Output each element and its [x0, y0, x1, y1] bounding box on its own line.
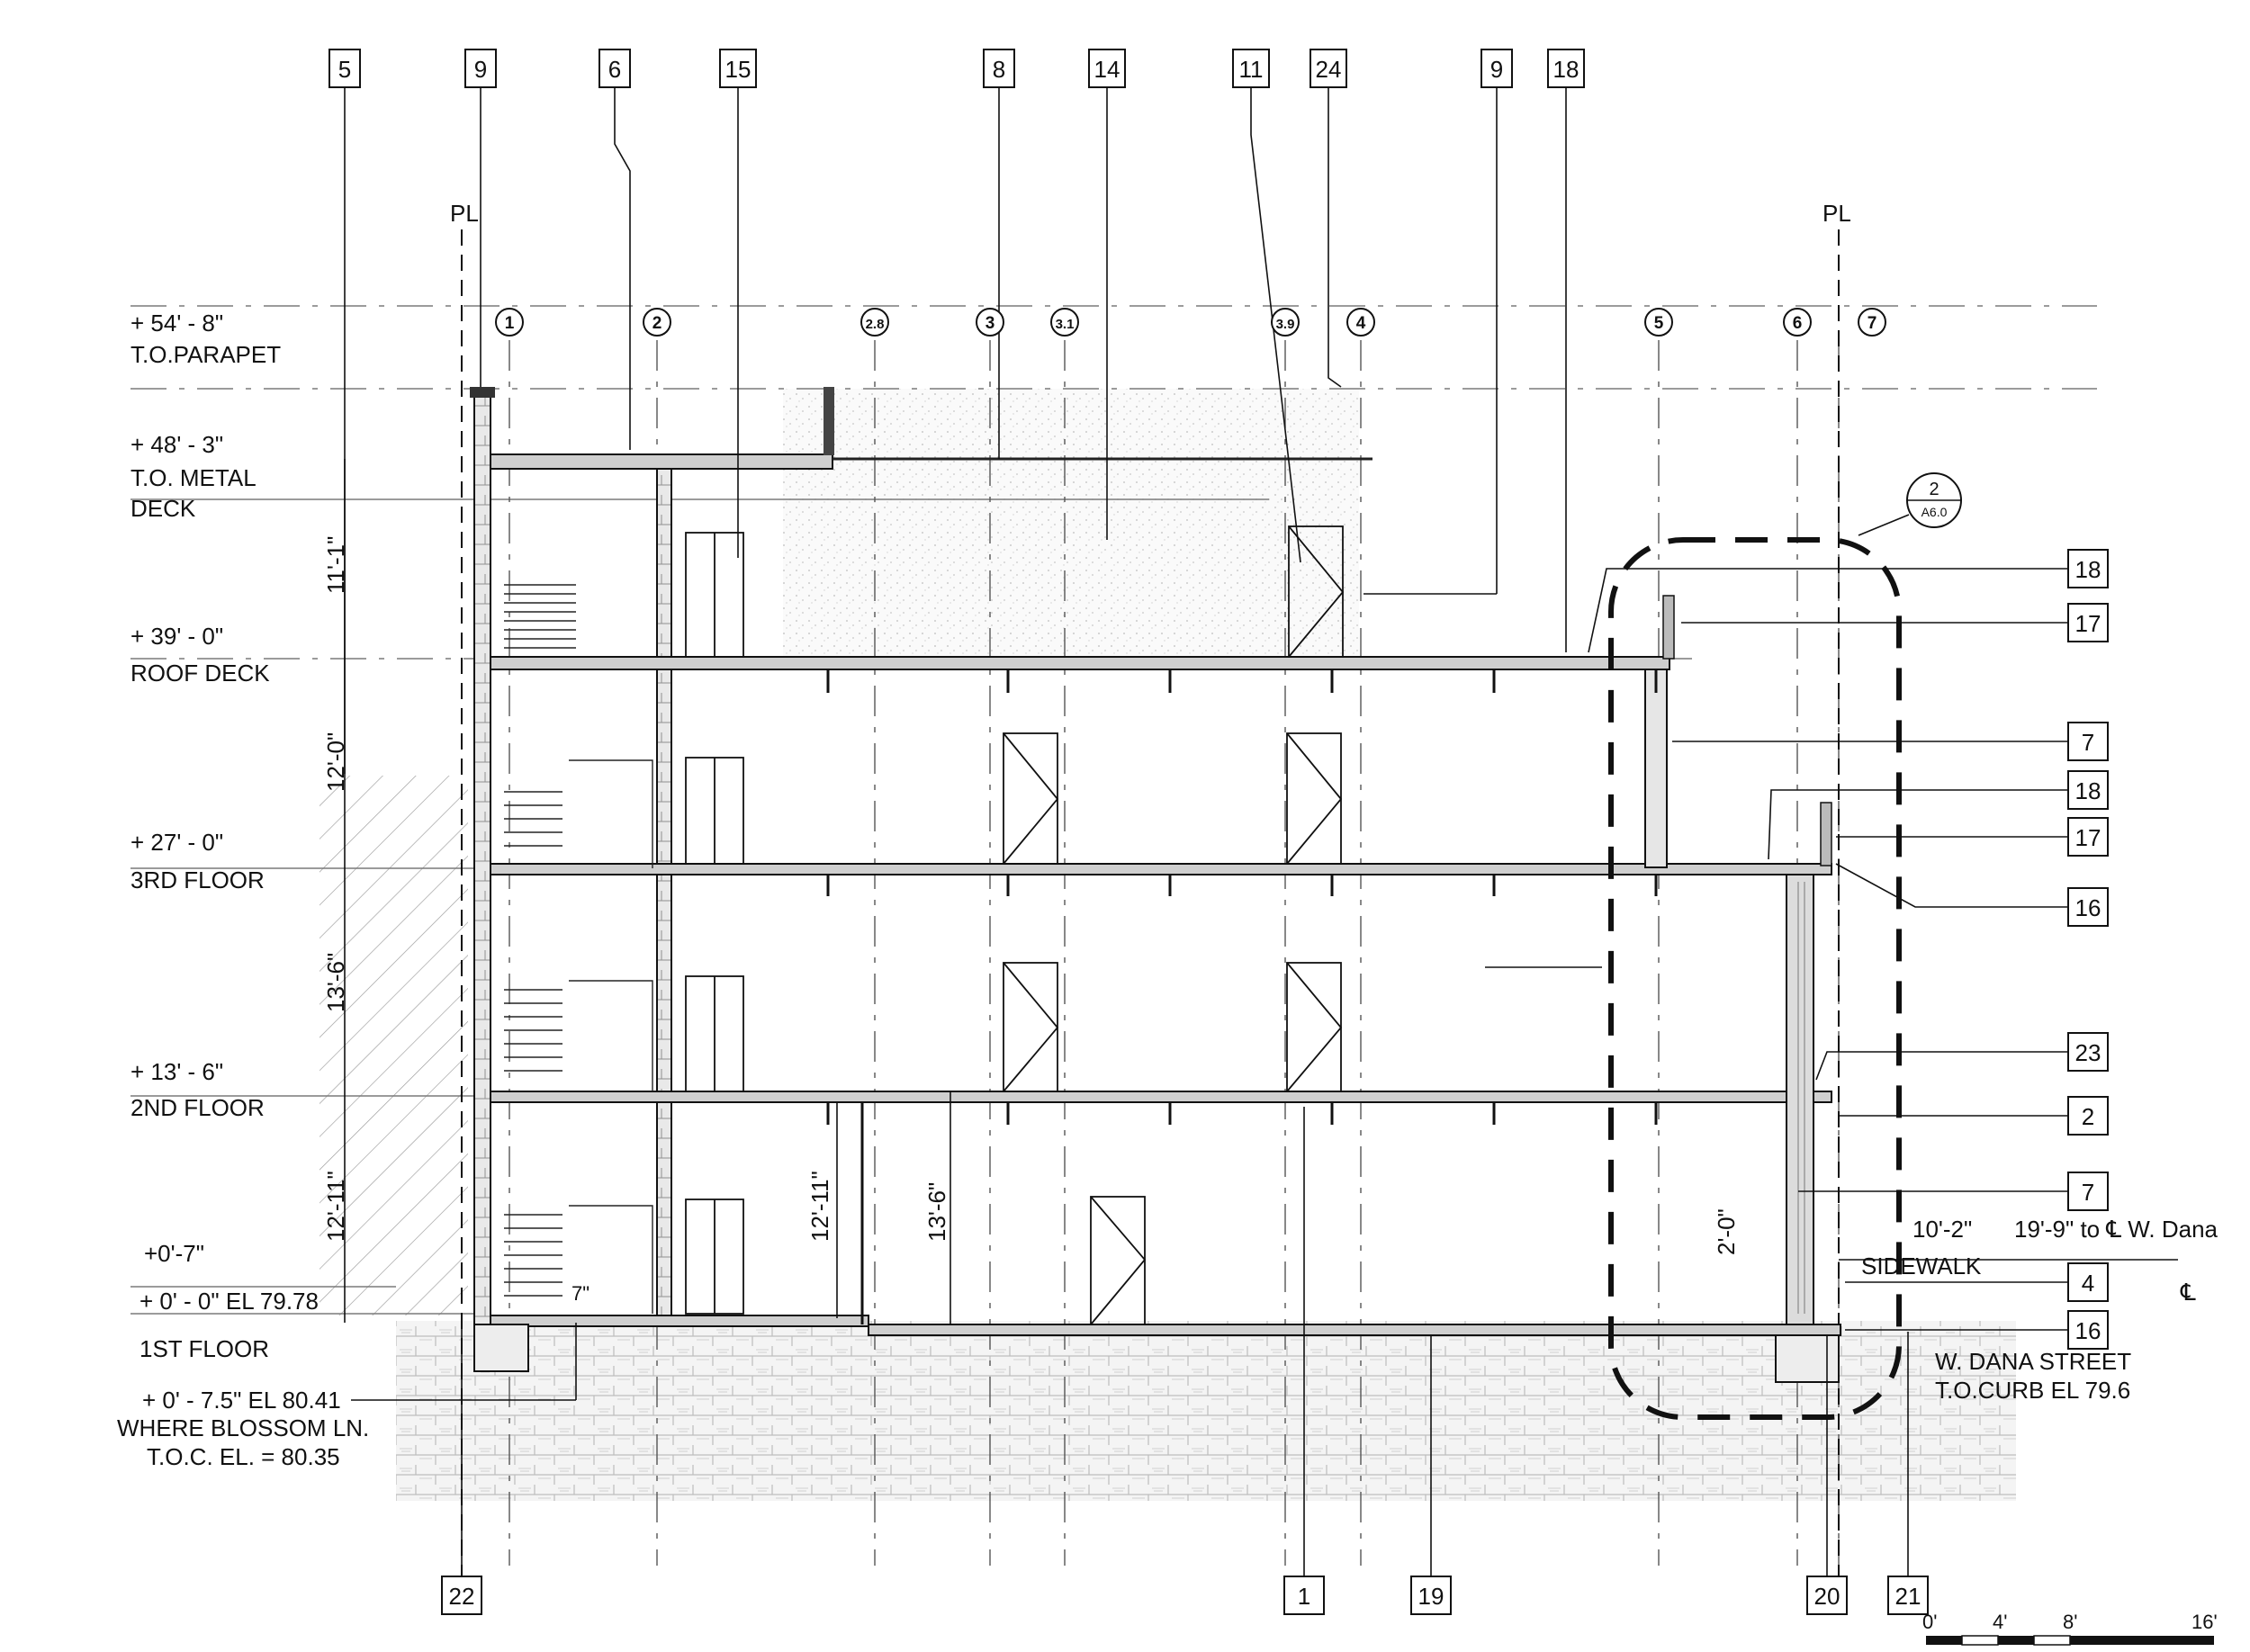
- svg-text:20: 20: [1814, 1583, 1840, 1610]
- svg-text:12'-11": 12'-11": [322, 1171, 349, 1242]
- level-labels: + 54' - 8" T.O.PARAPET + 48' - 3" T.O. M…: [130, 310, 319, 1362]
- level-name: 2ND FLOOR: [130, 1094, 265, 1121]
- scale-bar: 0' 4' 8' 16': [1922, 1611, 2218, 1646]
- dimension-labels: 11'-1" 12'-0" 13'-6" 12'-11" 12'-11" 13'…: [322, 459, 2218, 1324]
- svg-text:11'-1": 11'-1": [322, 536, 349, 594]
- detail-callout: 2 A6.0: [1858, 472, 1962, 536]
- svg-text:10'-2": 10'-2": [1912, 1216, 1972, 1243]
- property-line-label: PL: [450, 200, 479, 227]
- svg-text:16: 16: [2075, 1317, 2102, 1344]
- keynote-labels-top: 5 9 6 15 8 14 11 24 9 18: [338, 56, 1580, 83]
- level-name: ROOF DECK: [130, 660, 270, 687]
- svg-text:W. DANA STREET: W. DANA STREET: [1935, 1348, 2131, 1375]
- floor-beams: [826, 669, 1658, 1125]
- level-name: 1ST FLOOR: [140, 1335, 269, 1362]
- dana-street-note: W. DANA STREET T.O.CURB EL 79.6: [1935, 1348, 2131, 1404]
- svg-text:14: 14: [1094, 56, 1120, 83]
- svg-text:2'-0": 2'-0": [1713, 1208, 1740, 1255]
- svg-text:2.8: 2.8: [866, 317, 885, 332]
- svg-text:7": 7": [572, 1282, 590, 1305]
- level-value: + 54' - 8": [130, 310, 223, 337]
- svg-text:12'-0": 12'-0": [322, 732, 349, 792]
- grid-bubble-labels: 1 2 2.8 3 3.1 3.9 4 5 6 7: [505, 314, 1877, 333]
- svg-text:16': 16': [2192, 1611, 2218, 1633]
- svg-text:WHERE BLOSSOM LN.: WHERE BLOSSOM LN.: [117, 1414, 369, 1441]
- svg-text:24: 24: [1316, 56, 1342, 83]
- svg-text:8: 8: [993, 56, 1005, 83]
- level-value: + 48' - 3": [130, 431, 223, 458]
- keynote-boxes-right: [2067, 549, 2109, 1350]
- earth-fill: [396, 1321, 2016, 1501]
- svg-text:18: 18: [2075, 556, 2102, 583]
- rooftop-volume-fill: [783, 389, 1359, 659]
- keynote-labels-bottom: 22 1 19 20 21: [449, 1583, 1922, 1610]
- svg-text:4: 4: [2082, 1270, 2094, 1297]
- doors: [685, 525, 1345, 1325]
- keynote-boxes-bottom: [441, 1576, 1929, 1615]
- svg-text:13'-6": 13'-6": [923, 1182, 950, 1242]
- svg-text:3.1: 3.1: [1056, 317, 1075, 332]
- level-value: + 0' - 0" EL 79.78: [140, 1288, 319, 1315]
- svg-text:2: 2: [652, 314, 662, 333]
- svg-text:A6.0: A6.0: [1922, 505, 1948, 519]
- svg-text:21: 21: [1895, 1583, 1922, 1610]
- svg-text:T.O.CURB EL 79.6: T.O.CURB EL 79.6: [1935, 1377, 2130, 1404]
- svg-text:19: 19: [1418, 1583, 1444, 1610]
- svg-text:7: 7: [2082, 1179, 2094, 1206]
- svg-text:17: 17: [2075, 610, 2102, 637]
- svg-text:9: 9: [474, 56, 487, 83]
- building-structure: [470, 387, 1841, 1383]
- svg-text:1: 1: [1298, 1583, 1310, 1610]
- svg-text:2: 2: [1929, 480, 1939, 499]
- grid-bubbles: [495, 308, 1886, 337]
- level-value: +0'-7": [144, 1240, 204, 1267]
- level-name: 3RD FLOOR: [130, 866, 265, 893]
- level-name: T.O. METAL: [130, 464, 256, 491]
- svg-text:16: 16: [2075, 894, 2102, 921]
- svg-text:5: 5: [1654, 314, 1664, 333]
- svg-text:19'-9" to ℄ W. Dana: 19'-9" to ℄ W. Dana: [2014, 1216, 2218, 1243]
- svg-text:23: 23: [2075, 1039, 2102, 1066]
- svg-text:7: 7: [2082, 729, 2094, 756]
- svg-text:13'-6": 13'-6": [322, 953, 349, 1012]
- svg-text:T.O.C. EL. = 80.35: T.O.C. EL. = 80.35: [147, 1443, 340, 1470]
- svg-text:12'-11": 12'-11": [806, 1171, 833, 1242]
- svg-text:18: 18: [2075, 777, 2102, 804]
- svg-text:5: 5: [338, 56, 351, 83]
- svg-text:11: 11: [1239, 56, 1264, 83]
- svg-text:9: 9: [1490, 56, 1503, 83]
- keynote-boxes-top: [328, 49, 1585, 88]
- level-name: T.O.PARAPET: [130, 341, 281, 368]
- svg-text:2: 2: [2082, 1103, 2094, 1130]
- svg-text:3: 3: [986, 314, 995, 333]
- level-value: + 27' - 0": [130, 829, 223, 856]
- svg-text:+ 0' - 7.5" EL 80.41: + 0' - 7.5" EL 80.41: [142, 1387, 341, 1414]
- svg-text:6: 6: [608, 56, 621, 83]
- svg-text:1: 1: [505, 314, 515, 333]
- detail-boundary: [1608, 537, 1902, 1420]
- blossom-note: + 0' - 7.5" EL 80.41 WHERE BLOSSOM LN. T…: [117, 1323, 577, 1470]
- svg-text:4: 4: [1356, 314, 1366, 333]
- svg-text:0': 0': [1922, 1611, 1937, 1633]
- svg-text:4': 4': [1993, 1611, 2007, 1633]
- level-value: + 13' - 6": [130, 1058, 223, 1085]
- level-value: + 39' - 0": [130, 623, 223, 650]
- svg-text:3.9: 3.9: [1276, 317, 1295, 332]
- svg-text:17: 17: [2075, 824, 2102, 851]
- centerline-symbol: ℄: [2180, 1279, 2196, 1306]
- svg-text:22: 22: [449, 1583, 475, 1610]
- svg-text:15: 15: [725, 56, 752, 83]
- stairs: [504, 584, 653, 1314]
- svg-text:7: 7: [1868, 314, 1877, 333]
- sidewalk-label: SIDEWALK: [1861, 1252, 1982, 1279]
- svg-text:8': 8': [2063, 1611, 2077, 1633]
- svg-text:6: 6: [1793, 314, 1803, 333]
- keynote-labels-right: 18 17 7 18 17 16 23 2 7 4 16: [2075, 556, 2102, 1344]
- svg-text:18: 18: [1553, 56, 1580, 83]
- property-line-label: PL: [1822, 200, 1851, 227]
- level-name: DECK: [130, 495, 196, 522]
- keynote-leaders: [344, 87, 2068, 1576]
